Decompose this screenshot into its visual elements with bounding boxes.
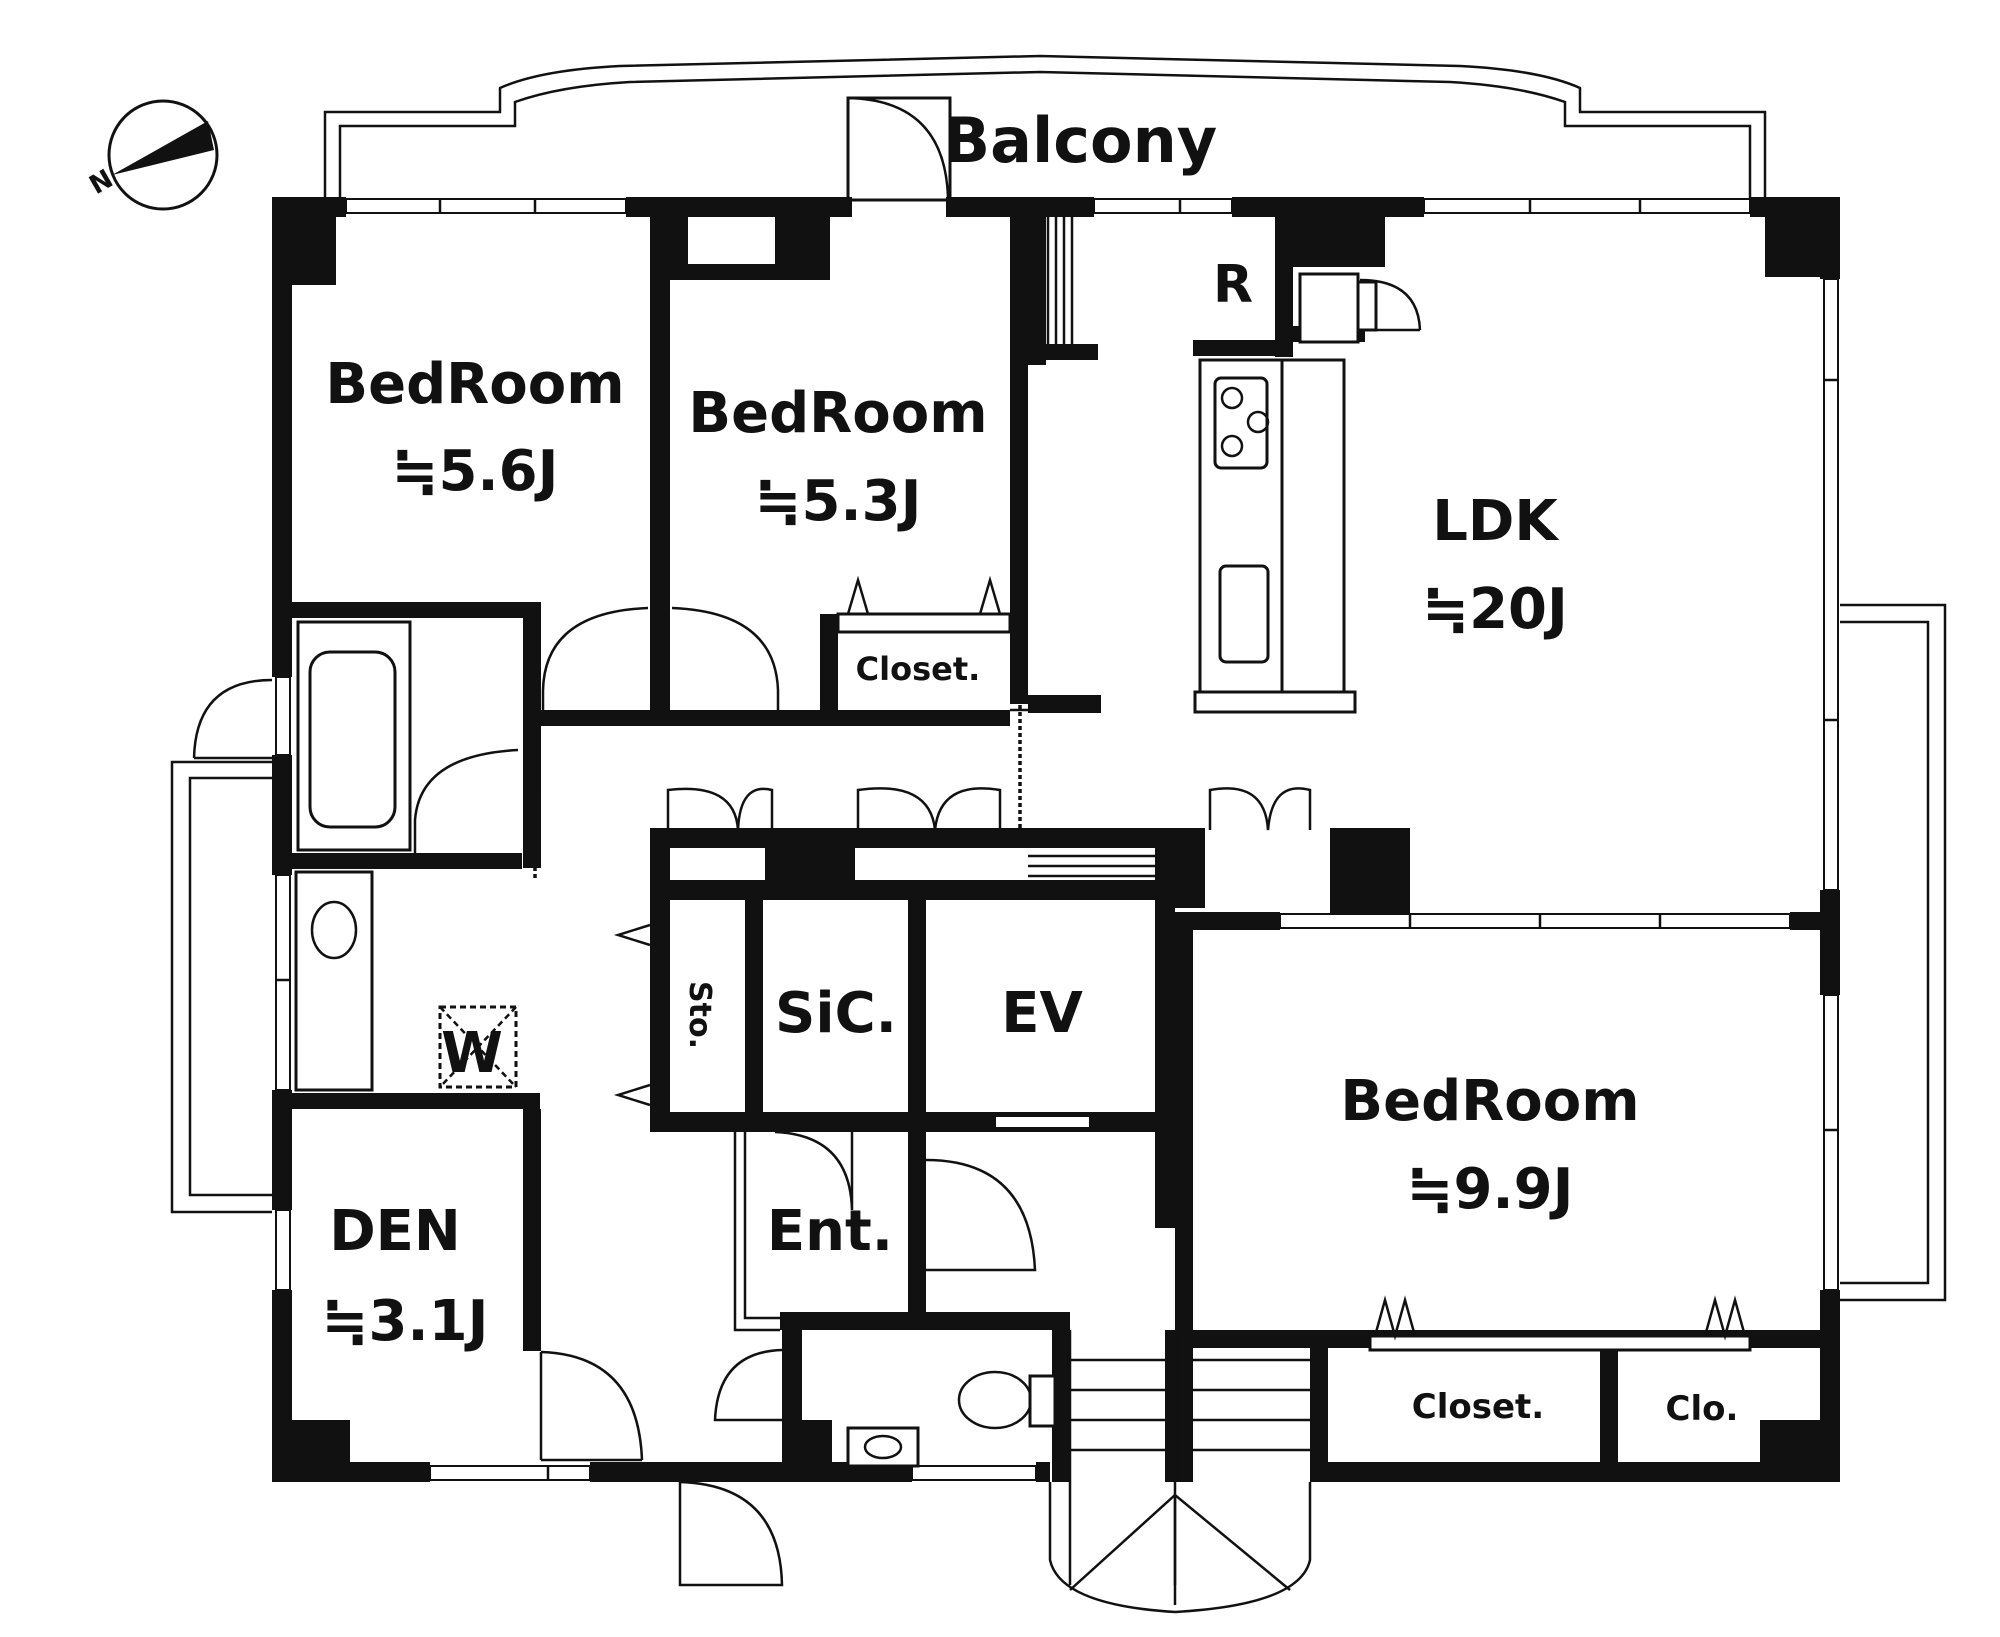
stairs-middle [1028,834,1175,878]
bedroom-1-size: ≒5.6J [392,439,559,504]
elevator-label: EV [1001,981,1083,1046]
right-bay [1840,603,1947,1302]
left-bay [170,678,273,1214]
hallway-lines [533,628,1091,1332]
storage-label: Sto. [682,981,717,1049]
ldk-name: LDK [1432,489,1560,554]
washer-label: W [441,1021,503,1086]
den-size: ≒3.1J [322,1289,489,1354]
stairs-upper [1038,217,1074,344]
den-name: DEN [329,1199,461,1264]
closet-bedroom-3-label: Closet. [1412,1387,1544,1427]
washbasin [294,870,374,1092]
balcony: Balcony [323,54,1767,202]
room-bedroom-1: BedRoom ≒5.6J [325,352,624,504]
balcony-label: Balcony [943,104,1217,177]
room-den: DEN ≒3.1J [322,1199,489,1354]
sic-label: SiC. [775,981,897,1046]
bathtub [296,620,412,852]
doors [539,575,1752,1587]
stairs-lower [1048,1330,1312,1614]
bedroom-1-name: BedRoom [325,352,624,417]
room-ldk: LDK ≒20J [1422,489,1568,642]
bedroom-3-size: ≒9.9J [1407,1157,1574,1222]
refrigerator-label: R [1213,255,1253,315]
fridge-door [1298,272,1422,344]
entrance-label: Ent. [767,1199,893,1264]
bedroom-2-name: BedRoom [688,381,987,446]
ldk-size: ≒20J [1422,577,1568,642]
closet-small-label: Clo. [1666,1389,1739,1429]
room-bedroom-2: BedRoom ≒5.3J [688,381,987,534]
compass-needle-icon [112,121,214,175]
closet-bedroom-2-label: Closet. [856,650,981,688]
compass: N [85,99,219,211]
room-bedroom-3: BedRoom ≒9.9J [1340,1069,1639,1222]
toilet [846,1370,1057,1468]
windows [275,198,1839,1481]
bedroom-2-size: ≒5.3J [755,469,922,534]
interior-walls [292,217,1840,1482]
bedroom-3-name: BedRoom [1340,1069,1639,1134]
kitchen [1193,358,1357,714]
